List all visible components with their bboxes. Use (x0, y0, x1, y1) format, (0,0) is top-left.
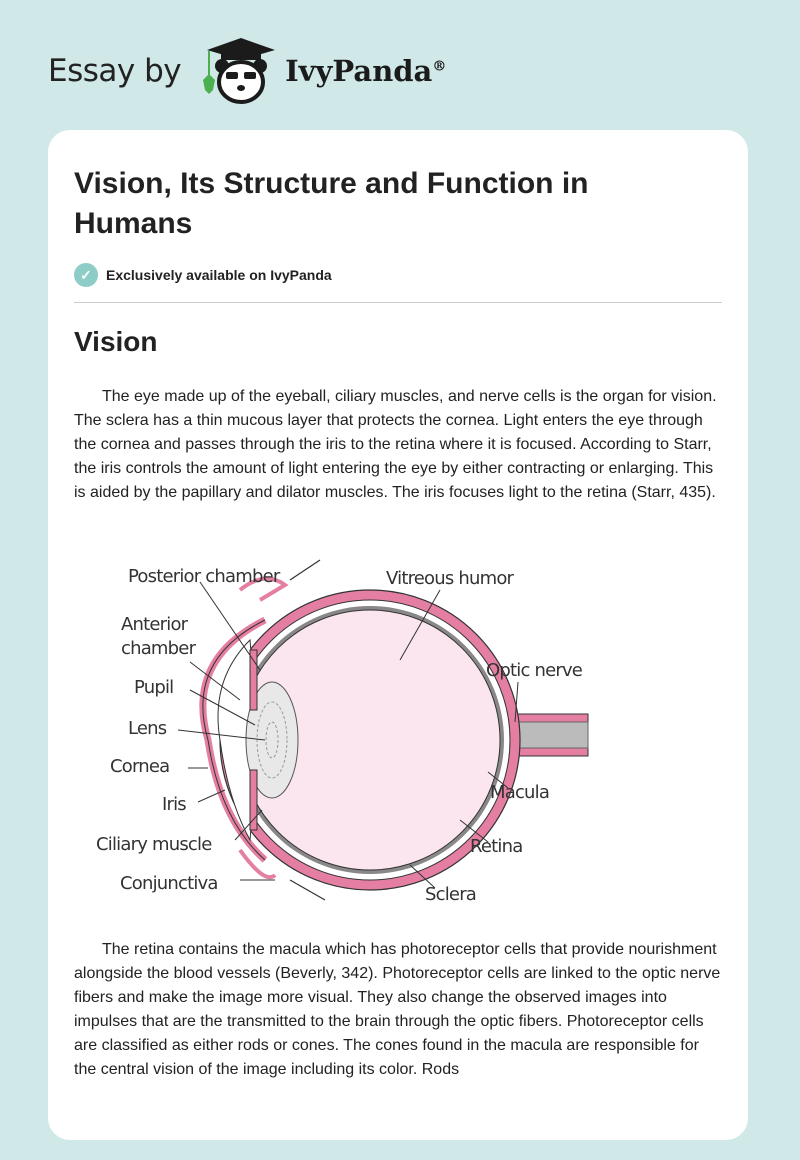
exclusive-badge: ✓ Exclusively available on IvyPanda (74, 263, 332, 287)
label-optic-nerve: Optic nerve (486, 660, 583, 681)
label-chamber: chamber (121, 638, 197, 659)
label-lens: Lens (128, 718, 167, 739)
brand-text: IvyPanda (285, 54, 433, 88)
label-anterior: Anterior (121, 614, 189, 635)
label-retina: Retina (470, 836, 522, 857)
label-posterior-chamber: Posterior chamber (128, 566, 281, 587)
check-icon: ✓ (74, 263, 98, 287)
page-title: Vision, Its Structure and Function in Hu… (74, 167, 589, 240)
brand-name: IvyPanda® (285, 54, 446, 88)
article-card: Vision, Its Structure and Function in Hu… (48, 130, 748, 1140)
label-conjunctiva: Conjunctiva (120, 873, 218, 894)
label-cornea: Cornea (110, 756, 169, 777)
leader-lines (177, 581, 519, 889)
label-vitreous-humor: Vitreous humor (386, 568, 515, 589)
label-sclera: Sclera (425, 884, 476, 905)
eye-diagram: Posterior chamber Anterior chamber Pupil… (96, 559, 589, 905)
label-pupil: Pupil (134, 677, 173, 698)
essay-by-label: Essay by (48, 53, 182, 89)
label-macula: Macula (490, 782, 549, 803)
eye-drawing (199, 559, 589, 901)
label-ciliary-muscle: Ciliary muscle (96, 834, 212, 855)
paragraph: The eye made up of the eyeball, ciliary … (74, 388, 717, 501)
badge-label: Exclusively available on IvyPanda (106, 267, 332, 283)
section-heading: Vision (74, 326, 158, 357)
site-header: Essay by IvyPanda® (48, 36, 446, 106)
paragraph: The retina contains the macula which has… (74, 941, 721, 1078)
divider (74, 302, 722, 303)
panda-logo-icon[interactable] (199, 36, 283, 106)
label-iris: Iris (162, 794, 186, 815)
registered-mark: ® (432, 58, 447, 75)
